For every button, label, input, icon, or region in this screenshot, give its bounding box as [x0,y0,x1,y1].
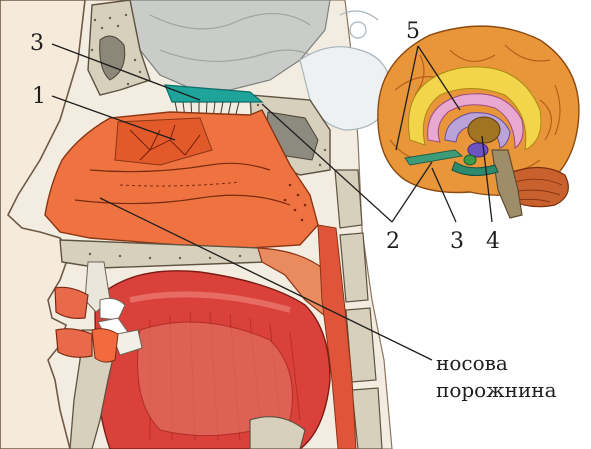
lower-lip [56,329,92,358]
caption-line-2: порожнина [436,378,557,402]
label-2: 2 [386,229,400,254]
upper-lip [55,287,88,318]
label-3-left: 3 [30,31,44,56]
head-section [0,0,392,449]
label-5: 5 [406,19,420,44]
thalamus [468,117,500,143]
brain-inset [378,26,579,218]
label-3-right: 3 [450,229,464,254]
amygdala [464,155,476,165]
label-4: 4 [486,229,500,254]
caption-line-1: носова [436,351,508,375]
label-1: 1 [32,84,46,109]
